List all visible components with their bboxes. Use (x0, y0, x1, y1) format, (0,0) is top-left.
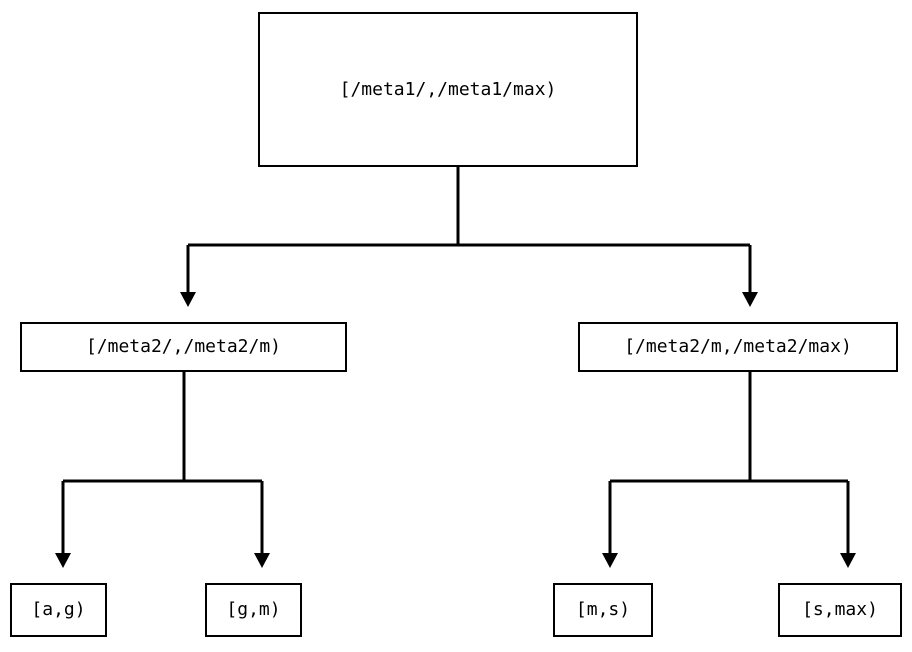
node-leaf-2-label: [g,m) (226, 599, 281, 620)
node-leaf-4[interactable]: [s,max) (778, 583, 902, 637)
arrowhead-root-to-mid-right (742, 292, 758, 307)
node-mid-right-label: [/meta2/m,/meta2/max) (624, 336, 852, 357)
node-mid-left-label: [/meta2/,/meta2/m) (85, 336, 282, 357)
node-root-label: [/meta1/,/meta1/max) (339, 78, 557, 100)
node-leaf-2[interactable]: [g,m) (205, 583, 302, 637)
node-leaf-3[interactable]: [m,s) (553, 583, 653, 637)
arrowhead-mid-right-to-leaf-3 (602, 553, 618, 568)
arrowhead-mid-right-to-leaf-4 (840, 553, 856, 568)
node-leaf-1[interactable]: [a,g) (10, 583, 107, 637)
node-mid-left[interactable]: [/meta2/,/meta2/m) (20, 322, 347, 372)
arrowhead-mid-left-to-leaf-1 (55, 553, 71, 568)
node-leaf-1-label: [a,g) (31, 599, 86, 620)
node-leaf-3-label: [m,s) (575, 599, 631, 620)
node-root[interactable]: [/meta1/,/meta1/max) (258, 12, 638, 167)
node-leaf-4-label: [s,max) (802, 599, 878, 620)
node-mid-right[interactable]: [/meta2/m,/meta2/max) (578, 322, 898, 372)
arrowhead-root-to-mid-left (180, 292, 196, 307)
arrowhead-mid-left-to-leaf-2 (254, 553, 270, 568)
